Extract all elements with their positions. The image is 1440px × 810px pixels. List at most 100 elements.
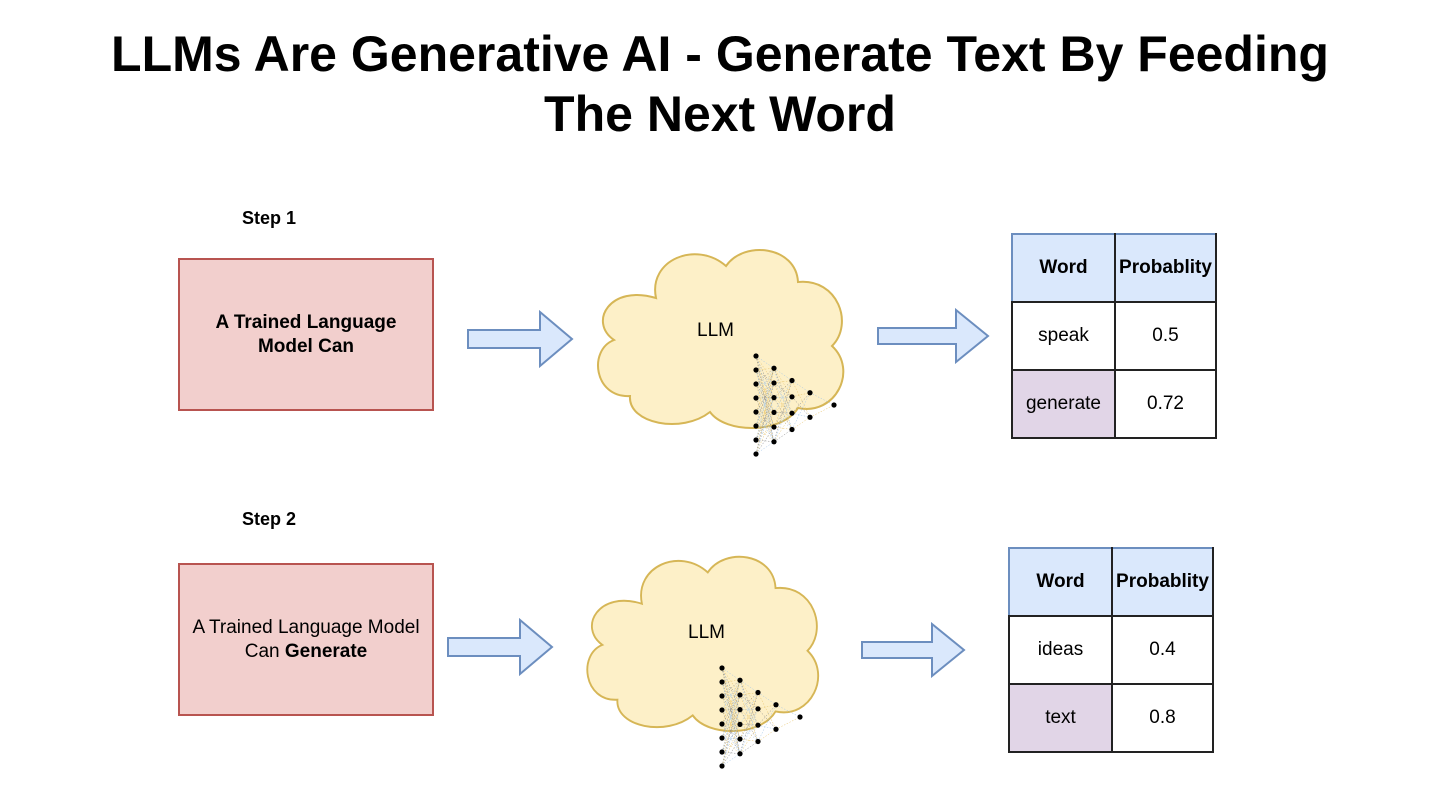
probability-cell: 0.4 — [1111, 615, 1214, 685]
network-node — [719, 665, 725, 671]
neural-network-icon — [719, 665, 803, 769]
network-node — [755, 722, 761, 728]
step-1-probability-table: Word Probablity speak 0.5 generate 0.72 — [1011, 233, 1217, 439]
step-2-input-box: A Trained Language Model Can Generate — [178, 563, 434, 716]
network-connection — [721, 694, 741, 753]
network-node — [737, 721, 743, 727]
network-connection — [721, 753, 741, 767]
network-connection — [755, 412, 775, 427]
network-connection — [721, 680, 741, 767]
network-connection — [773, 413, 793, 442]
network-connection — [773, 396, 793, 398]
network-connection — [775, 716, 801, 730]
network-connection — [755, 355, 775, 413]
network-connection — [809, 392, 835, 406]
network-connection — [739, 709, 759, 726]
network-connection — [773, 397, 793, 414]
network-node — [719, 693, 725, 699]
network-node — [771, 439, 777, 445]
network-node — [753, 451, 759, 457]
network-connection — [773, 382, 793, 398]
network-node — [771, 409, 777, 415]
network-connection — [739, 680, 759, 693]
network-connection — [755, 368, 775, 413]
network-node — [831, 402, 837, 408]
network-connection — [721, 738, 741, 753]
network-connection — [755, 368, 775, 455]
network-node — [753, 395, 759, 401]
network-connection — [755, 412, 775, 441]
network-connection — [755, 441, 775, 455]
network-connection — [757, 729, 777, 742]
network-node — [807, 414, 813, 420]
step-2-label: Step 2 — [242, 509, 297, 529]
network-connection — [721, 737, 741, 754]
network-connection — [721, 695, 741, 754]
network-connection — [721, 694, 741, 767]
network-connection — [739, 694, 759, 742]
column-header-probability: Probablity — [1114, 233, 1217, 303]
network-connection — [721, 709, 741, 767]
network-node — [737, 751, 743, 757]
network-connection — [757, 692, 777, 730]
step-2-input-line2-prefix: Can — [244, 640, 285, 662]
network-connection — [739, 708, 759, 754]
network-connection — [755, 369, 775, 442]
network-connection — [739, 738, 759, 742]
network-connection — [755, 355, 775, 442]
network-connection — [721, 709, 741, 725]
network-connection — [721, 709, 741, 725]
network-connection — [755, 382, 775, 385]
network-connection — [721, 680, 741, 683]
network-connection — [721, 667, 741, 725]
network-connection — [773, 368, 793, 397]
network-connection — [791, 417, 811, 430]
page-title: LLMs Are Generative AI - Generate Text B… — [111, 26, 1329, 142]
network-node — [771, 395, 777, 401]
network-connection — [757, 704, 777, 710]
network-node — [789, 377, 795, 384]
network-node — [737, 707, 743, 713]
network-connection — [755, 369, 775, 428]
network-node — [753, 367, 759, 373]
network-connection — [755, 382, 775, 455]
network-connection — [755, 368, 775, 427]
network-connection — [773, 368, 793, 381]
column-header-word: Word — [1011, 233, 1116, 303]
network-connection — [755, 383, 775, 442]
network-connection — [739, 692, 759, 725]
network-connection — [739, 708, 759, 710]
network-node — [753, 437, 759, 443]
network-connection — [739, 708, 759, 725]
column-header-probability: Probablity — [1111, 547, 1214, 617]
network-connection — [791, 380, 811, 393]
network-node — [753, 381, 759, 387]
network-connection — [721, 709, 741, 740]
network-connection — [755, 397, 775, 455]
network-connection — [773, 380, 793, 384]
network-connection — [755, 355, 775, 384]
network-connection — [721, 680, 741, 739]
network-node — [755, 689, 761, 696]
network-connection — [739, 694, 759, 710]
network-connection — [721, 667, 741, 754]
network-connection — [721, 667, 741, 681]
network-connection — [721, 709, 741, 754]
network-connection — [739, 724, 759, 740]
network-connection — [721, 724, 741, 753]
network-connection — [739, 692, 759, 696]
network-connection — [809, 404, 835, 418]
network-connection — [757, 724, 777, 730]
network-connection — [755, 355, 775, 428]
network-node — [737, 736, 743, 742]
network-connection — [757, 708, 777, 730]
word-cell: ideas — [1008, 615, 1113, 685]
network-connection — [739, 680, 759, 726]
network-connection — [755, 397, 775, 427]
network-node — [797, 714, 803, 720]
network-connection — [739, 741, 759, 754]
network-connection — [773, 412, 793, 414]
network-connection — [721, 694, 741, 711]
arrow-right-icon — [467, 310, 574, 368]
network-connection — [721, 681, 741, 740]
